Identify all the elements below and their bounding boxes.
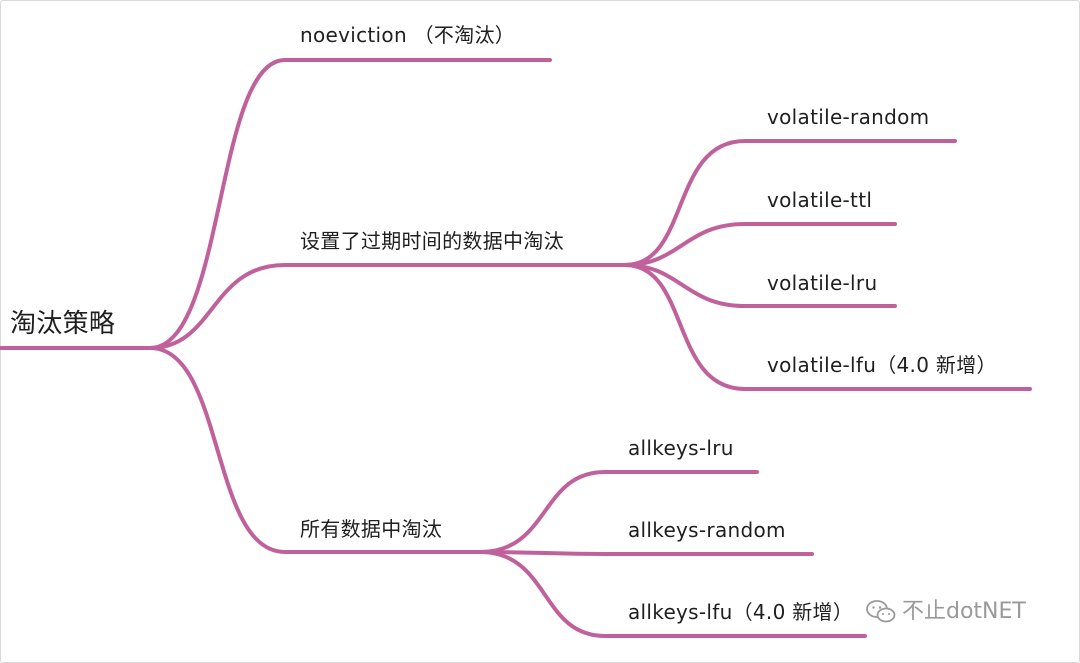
node-allkeys-label: 所有数据中淘汰 bbox=[300, 517, 443, 541]
node-volatile-lru-label: volatile-lru bbox=[767, 271, 878, 295]
edge-root-volatile bbox=[148, 263, 627, 350]
node-volatile-random-label: volatile-random bbox=[767, 105, 930, 129]
node-volatile-label: 设置了过期时间的数据中淘汰 bbox=[300, 229, 564, 253]
edge-allkeys-random bbox=[478, 550, 814, 556]
edge-volatile-lru bbox=[623, 263, 897, 308]
edge-volatile-ttl bbox=[623, 222, 897, 267]
edge-root-noeviction bbox=[148, 58, 552, 350]
node-allkeys-lfu-label: allkeys-lfu（4.0 新增） bbox=[628, 600, 854, 624]
edge-allkeys-lfu bbox=[478, 550, 867, 638]
node-allkeys-random-label: allkeys-random bbox=[628, 518, 786, 542]
node-noeviction-label: noeviction （不淘汰） bbox=[300, 23, 516, 47]
edge-volatile-random bbox=[623, 139, 957, 267]
edge-root-allkeys bbox=[148, 346, 482, 554]
root-node-label: 淘汰策略 bbox=[10, 309, 116, 339]
node-allkeys-lru-label: allkeys-lru bbox=[628, 436, 734, 460]
wechat-icon bbox=[866, 600, 896, 623]
edge-allkeys-lru bbox=[478, 470, 759, 554]
node-volatile-lfu-label: volatile-lfu（4.0 新增） bbox=[767, 353, 997, 377]
watermark: 不止dotNET bbox=[866, 598, 1026, 626]
edge-volatile-lfu bbox=[623, 263, 1032, 391]
watermark-text: 不止dotNET bbox=[902, 599, 1026, 624]
node-volatile-ttl-label: volatile-ttl bbox=[767, 188, 873, 212]
